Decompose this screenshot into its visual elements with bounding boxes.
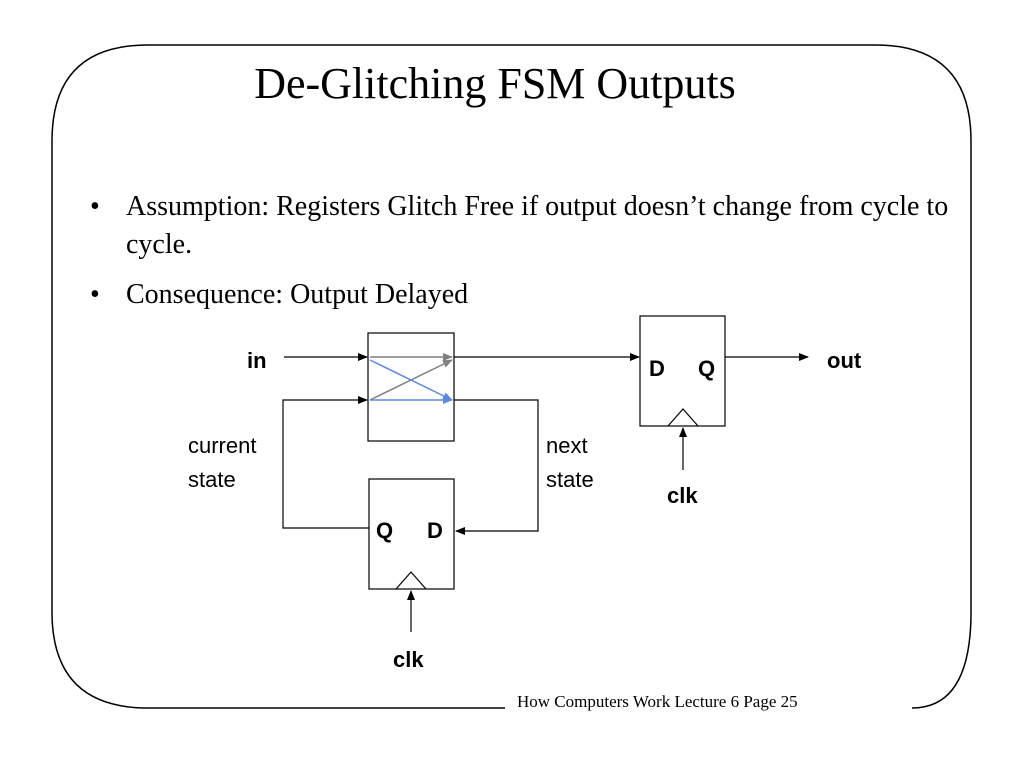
out-register-q-label: Q bbox=[698, 356, 715, 381]
state-register-d-label: D bbox=[427, 518, 443, 543]
bullet-text: Assumption: Registers Glitch Free if out… bbox=[126, 191, 949, 260]
out-register-d-label: D bbox=[649, 356, 665, 381]
next-state-label-line1: next bbox=[546, 433, 588, 458]
state-register-clock-triangle bbox=[395, 571, 427, 590]
state-register-clk-label: clk bbox=[393, 647, 424, 672]
logic-box bbox=[367, 332, 455, 442]
out-label: out bbox=[827, 348, 862, 373]
slide-title: De-Glitching FSM Outputs bbox=[254, 59, 736, 108]
current-state-label-line1: current bbox=[188, 433, 256, 458]
state-register bbox=[368, 478, 455, 590]
state-register-q-label: Q bbox=[376, 518, 393, 543]
bullet-icon: • bbox=[90, 279, 100, 310]
blue-crossing-line bbox=[369, 359, 453, 401]
bullet-item-assumption: • Assumption: Registers Glitch Free if o… bbox=[90, 188, 970, 264]
out-register-clk-label: clk bbox=[667, 483, 698, 508]
bullet-item-consequence: • Consequence: Output Delayed bbox=[90, 276, 970, 314]
bullet-text: Consequence: Output Delayed bbox=[126, 279, 469, 310]
bullet-icon: • bbox=[90, 191, 100, 222]
output-register-clock-triangle bbox=[667, 408, 699, 427]
next-state-wire bbox=[454, 399, 539, 535]
in-label: in bbox=[247, 348, 267, 373]
bullet-list: • Assumption: Registers Glitch Free if o… bbox=[90, 188, 970, 326]
slide-footer: How Computers Work Lecture 6 Page 25 bbox=[517, 692, 798, 711]
next-state-label-line2: state bbox=[546, 467, 594, 492]
current-state-label-line2: state bbox=[188, 467, 236, 492]
output-register bbox=[639, 315, 726, 427]
current-state-wire bbox=[282, 396, 369, 529]
